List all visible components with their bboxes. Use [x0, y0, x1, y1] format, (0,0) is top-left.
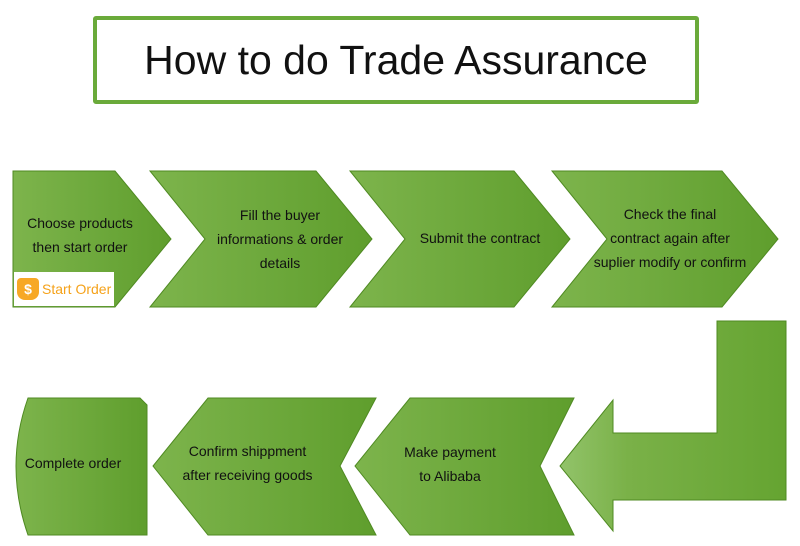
step-2-line-2: informations & order — [216, 231, 344, 247]
step-5-shape — [354, 397, 575, 536]
step-3-label: Submit the contract — [395, 226, 565, 250]
start-order-button[interactable]: $ Start Order — [14, 272, 114, 306]
step-6-line-1: Confirm shippment — [188, 443, 307, 459]
step-6-line-2: after receiving goods — [182, 467, 313, 483]
step-1-label: Choose products then start order — [15, 211, 145, 259]
step-4-line-3: suplier modify or confirm — [593, 254, 747, 270]
step-5-line-2: to Alibaba — [419, 468, 481, 484]
step-2-line-1: Fill the buyer — [239, 207, 321, 223]
start-order-label: Start Order — [42, 281, 112, 297]
step-4-line-2: contract again after — [610, 230, 730, 246]
step-3-line-1: Submit the contract — [419, 230, 541, 246]
page-title: How to do Trade Assurance — [93, 16, 699, 104]
step-2-shape — [148, 170, 373, 308]
step-1-line-1: Choose products — [27, 215, 133, 231]
step-1-line-2: then start order — [32, 239, 128, 255]
step-4-label: Check the final contract again after sup… — [585, 202, 755, 274]
dollar-shield-icon: $ — [17, 278, 39, 300]
step-4-line-1: Check the final — [623, 206, 717, 222]
step-5-label: Make payment to Alibaba — [380, 440, 520, 488]
step-6-shape — [152, 397, 377, 536]
return-arrow — [559, 320, 787, 533]
step-7-label: Complete order — [14, 451, 132, 475]
step-6-label: Confirm shippment after receiving goods — [170, 439, 325, 487]
step-2-line-3: details — [259, 255, 301, 271]
step-5-line-1: Make payment — [404, 444, 496, 460]
step-4-shape — [550, 170, 779, 308]
step-2-label: Fill the buyer informations & order deta… — [195, 203, 365, 275]
step-7-shape — [15, 397, 148, 536]
step-7-line-1: Complete order — [24, 455, 122, 471]
step-3-shape — [348, 170, 571, 308]
